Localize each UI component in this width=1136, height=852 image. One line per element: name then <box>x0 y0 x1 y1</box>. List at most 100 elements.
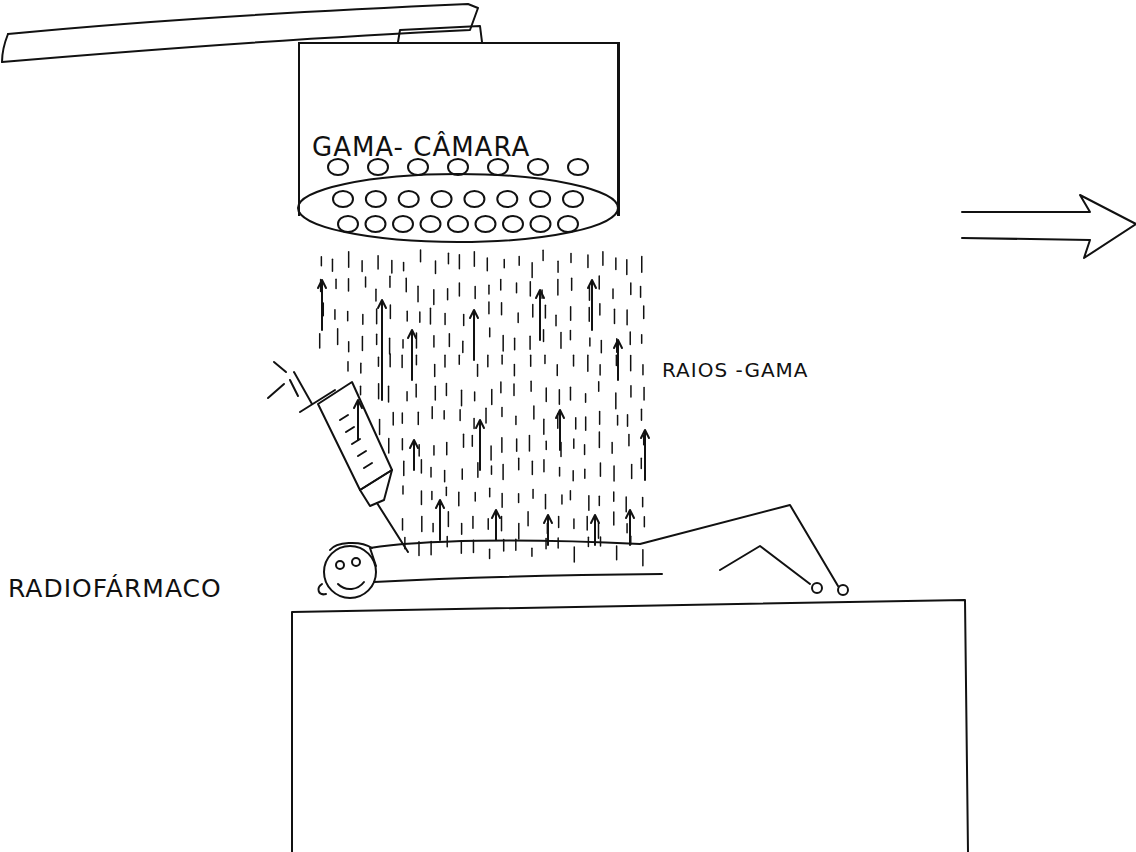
ray-dash <box>570 387 572 400</box>
ray-dash <box>459 283 461 296</box>
ray-dash <box>459 410 461 421</box>
ray-dash <box>430 308 432 324</box>
ray-dash <box>376 309 378 324</box>
ray-arrow <box>588 280 596 330</box>
ray-dash <box>378 384 380 399</box>
ray-dash <box>472 516 474 528</box>
ray-dash <box>431 491 433 499</box>
ray-dash <box>570 253 572 262</box>
ray-dash <box>421 491 423 504</box>
ray-dash <box>388 386 390 402</box>
ray-dash <box>477 463 479 478</box>
drug-label: RADIOFÁRMACO <box>8 574 222 603</box>
ray-dash <box>435 386 437 400</box>
ray-dash <box>444 355 446 367</box>
ray-dash <box>430 467 432 477</box>
ray-dash <box>365 277 367 287</box>
ray-dash <box>360 386 362 394</box>
ray-dash <box>642 550 644 566</box>
ray-dash <box>560 332 562 348</box>
ray-dash <box>489 549 491 558</box>
ray-dash <box>501 303 503 315</box>
ray-dash <box>402 439 404 450</box>
ray-dash <box>389 354 391 367</box>
ray-dash <box>420 250 422 262</box>
ray-dash <box>557 365 559 376</box>
ray-dash <box>501 438 503 453</box>
ray-dash <box>545 495 547 509</box>
ray-dash <box>598 276 600 289</box>
ray-dash <box>347 362 349 371</box>
ray-dash <box>574 547 576 562</box>
ray-dash <box>490 446 492 460</box>
exam-table <box>292 600 968 852</box>
ray-dash <box>491 466 493 474</box>
ray-dash <box>640 287 642 298</box>
ray-dash <box>390 305 392 318</box>
ray-dash <box>474 286 476 298</box>
ray-dash <box>402 486 404 494</box>
ray-dash <box>335 279 337 288</box>
ray-dash <box>502 335 504 351</box>
ray-dash <box>532 461 534 474</box>
ray-dash <box>530 355 532 366</box>
ray-dash <box>433 446 435 455</box>
ray-dash <box>421 460 423 473</box>
ray-dash <box>641 409 643 420</box>
ray-dash <box>434 365 436 377</box>
ray-dash <box>415 384 417 397</box>
ray-dash <box>530 282 532 296</box>
ray-dash <box>616 355 618 365</box>
ray-dash <box>347 311 349 320</box>
collimator-hole <box>568 159 588 175</box>
ray-dash <box>501 355 503 364</box>
ray-dash <box>362 336 364 350</box>
patient-figure <box>319 505 848 598</box>
ray-dash <box>545 305 547 318</box>
ray-arrow <box>626 510 634 545</box>
ray-dash <box>392 412 394 425</box>
collimator-hole <box>338 216 358 232</box>
ray-dash <box>401 355 403 367</box>
collimator-hole <box>366 191 386 207</box>
ray-dash <box>617 415 619 424</box>
ray-dash <box>432 523 434 531</box>
ray-dash <box>332 259 334 271</box>
ray-dash <box>446 442 448 454</box>
ray-dash <box>587 355 589 371</box>
ray-dash <box>585 394 587 402</box>
ray-dash <box>626 260 628 275</box>
ray-dash <box>599 304 601 315</box>
ray-dash <box>529 336 531 349</box>
ray-arrow <box>318 280 326 330</box>
ray-dash <box>516 439 518 451</box>
ray-dash <box>516 283 518 293</box>
ray-dash <box>559 468 561 476</box>
ray-dash <box>433 290 435 305</box>
ray-dash <box>544 355 546 363</box>
ray-dash <box>474 252 476 267</box>
ray-dash <box>531 548 533 556</box>
ray-dash <box>418 445 420 456</box>
ray-dash <box>631 465 633 479</box>
ray-dash <box>613 512 615 525</box>
collimator-hole <box>558 216 578 232</box>
collimator-hole <box>393 216 413 232</box>
ray-dash <box>513 384 515 396</box>
ray-arrow <box>470 310 478 360</box>
ray-dash <box>615 258 617 269</box>
ray-arrow <box>378 300 386 400</box>
ray-dash <box>416 355 418 364</box>
ray-dash <box>319 334 321 348</box>
ray-dash <box>448 512 450 527</box>
ray-dash <box>514 365 516 376</box>
ray-dash <box>433 336 435 347</box>
collimator-hole <box>464 191 484 207</box>
ray-dash <box>418 412 420 424</box>
ray-dash <box>458 492 460 506</box>
ray-dash <box>500 279 502 290</box>
collimator-hole <box>366 216 386 232</box>
ray-dash <box>487 355 489 366</box>
ray-dash <box>485 408 487 423</box>
collimator-hole <box>399 191 419 207</box>
